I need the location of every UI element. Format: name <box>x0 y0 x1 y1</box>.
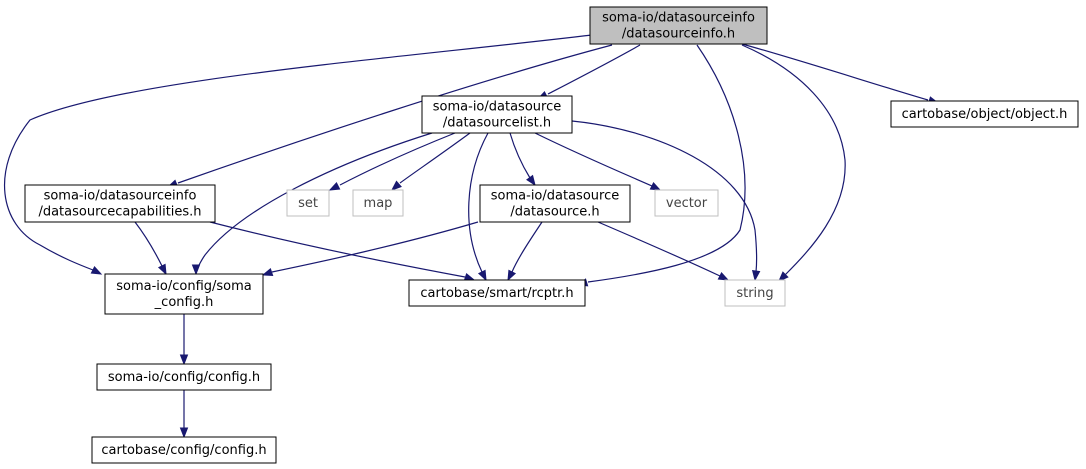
node-caps[interactable]: soma-io/datasourceinfo/datasourcecapabil… <box>24 184 216 223</box>
node-box <box>589 6 768 45</box>
arrowhead <box>328 181 341 191</box>
edge-somaconfig-config <box>179 314 189 366</box>
edge-line <box>534 132 653 187</box>
edge-line <box>587 44 746 283</box>
node-label-line: soma-io/datasourceinfo <box>44 189 197 204</box>
node-object[interactable]: cartobase/object/object.h <box>890 100 1079 128</box>
edge-dslist-set <box>328 132 456 191</box>
edge-line <box>547 44 641 95</box>
edge-config-cbconfig <box>179 390 189 439</box>
edge-caps-somaconfig <box>134 221 167 276</box>
arrowhead <box>751 270 761 282</box>
arrowhead <box>649 181 662 191</box>
node-cbconfig[interactable]: cartobase/config/config.h <box>91 436 277 464</box>
arrowhead <box>477 269 487 282</box>
node-label-line: cartobase/config/config.h <box>101 443 266 458</box>
arrowhead <box>90 265 103 275</box>
edge-root-object <box>741 43 940 105</box>
edge-dslist-string <box>571 120 761 282</box>
node-label-line: /datasource.h <box>510 205 599 220</box>
node-label-line: soma-io/datasource <box>433 100 561 115</box>
node-label-line: vector <box>666 196 708 211</box>
nodes-layer: soma-io/datasourceinfo/datasourceinfo.h c… <box>24 6 1079 464</box>
edge-ds-string <box>597 221 730 281</box>
node-label-line: string <box>736 286 773 301</box>
edge-dslist-rcptr <box>468 132 489 282</box>
node-label-line: map <box>364 196 393 211</box>
node-box <box>408 279 586 307</box>
node-map: map <box>352 189 404 217</box>
edge-line <box>209 221 466 278</box>
node-root[interactable]: soma-io/datasourceinfo/datasourceinfo.h <box>589 6 768 45</box>
node-label-line: soma-io/datasourceinfo <box>602 11 755 26</box>
node-box <box>24 184 216 223</box>
arrowhead <box>261 267 274 277</box>
edges-layer <box>4 34 940 439</box>
arrowhead <box>157 263 167 276</box>
node-vector: vector <box>654 189 719 217</box>
edge-line <box>177 44 613 184</box>
node-label-line: cartobase/object/object.h <box>902 107 1068 122</box>
node-label-line: cartobase/smart/rcptr.h <box>420 286 573 301</box>
arrowhead <box>390 180 402 191</box>
node-box <box>91 436 277 464</box>
edge-line <box>597 221 721 277</box>
edge-line <box>399 132 471 184</box>
node-box <box>479 184 631 223</box>
edge-line <box>571 120 758 273</box>
edge-dslist-ds <box>509 132 536 187</box>
node-box <box>104 273 264 315</box>
node-config[interactable]: soma-io/config/config.h <box>96 363 272 391</box>
node-set: set <box>286 189 330 217</box>
arrowhead <box>778 271 789 282</box>
edge-line <box>4 34 593 271</box>
arrowhead <box>507 269 517 282</box>
edge-root-dslist <box>536 44 641 100</box>
arrowhead <box>191 264 201 276</box>
node-box <box>352 189 404 217</box>
node-ds[interactable]: soma-io/datasource/datasource.h <box>479 184 631 223</box>
node-label-line: /datasourcelist.h <box>443 116 551 131</box>
edge-ds-somaconfig <box>261 221 479 277</box>
node-box <box>421 95 573 134</box>
edge-ds-rcptr <box>507 221 543 282</box>
edge-line <box>468 132 489 273</box>
edge-line <box>509 132 531 179</box>
edge-line <box>271 221 479 273</box>
node-label-line: soma-io/config/config.h <box>108 370 260 385</box>
node-box <box>724 279 786 307</box>
edge-line <box>741 44 846 276</box>
arrowhead <box>717 271 730 281</box>
arrowhead <box>463 272 476 282</box>
node-rcptr[interactable]: cartobase/smart/rcptr.h <box>408 279 586 307</box>
node-label-line: /datasourceinfo.h <box>622 27 735 42</box>
edge-root-somaconfig <box>4 34 593 275</box>
edge-caps-rcptr <box>209 221 476 282</box>
node-box <box>654 189 719 217</box>
node-box <box>890 100 1079 128</box>
arrowhead <box>179 427 189 439</box>
edge-dslist-map <box>390 132 471 191</box>
node-label-line: /datasourcecapabilities.h <box>38 205 201 220</box>
node-box <box>96 363 272 391</box>
edge-root-string <box>741 44 846 282</box>
edge-line <box>511 221 543 273</box>
edge-line <box>134 221 163 267</box>
node-label-line: soma-io/datasource <box>491 189 619 204</box>
edge-dslist-vector <box>534 132 662 191</box>
node-label-line: soma-io/config/soma <box>116 279 252 294</box>
node-somaconfig[interactable]: soma-io/config/soma_config.h <box>104 273 264 315</box>
node-dslist[interactable]: soma-io/datasource/datasourcelist.h <box>421 95 573 134</box>
arrowhead <box>179 354 189 366</box>
node-label-line: _config.h <box>154 295 214 310</box>
arrowhead <box>526 174 536 187</box>
node-string: string <box>724 279 786 307</box>
edge-line <box>339 132 456 186</box>
edge-line <box>741 43 929 101</box>
node-label-line: set <box>298 196 318 211</box>
node-box <box>286 189 330 217</box>
